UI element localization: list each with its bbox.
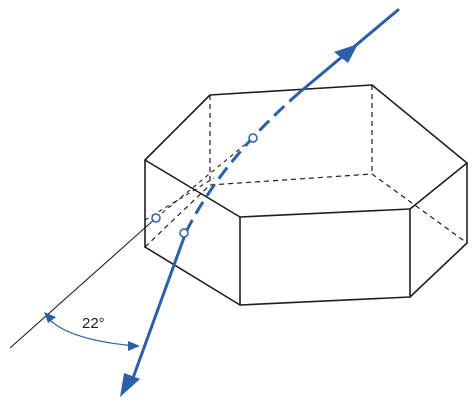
reference-line <box>9 217 157 349</box>
exit-node <box>179 228 189 238</box>
reference-line-hidden <box>155 137 254 219</box>
entry-node <box>248 133 258 143</box>
angle-arc <box>47 317 137 347</box>
prism-top-face <box>144 84 468 218</box>
prism-bottom-edges <box>144 242 468 306</box>
prism-hidden-bottom-edges <box>144 173 468 248</box>
angle-indicator: 22° <box>44 312 140 351</box>
angle-arc-head-right <box>128 341 140 351</box>
exit-ray <box>131 230 188 380</box>
ray-nodes <box>151 133 258 238</box>
exit-arrowhead <box>120 373 140 397</box>
light-ray <box>120 8 400 397</box>
reference-lines <box>9 137 254 349</box>
angle-arc-head-left <box>44 312 56 323</box>
angle-label: 22° <box>82 315 105 332</box>
hexagonal-prism <box>144 84 468 306</box>
ray-inside-prism <box>184 90 301 233</box>
incident-arrowhead <box>334 44 358 63</box>
inner-node <box>151 213 161 223</box>
inner-guide-line <box>144 177 215 221</box>
